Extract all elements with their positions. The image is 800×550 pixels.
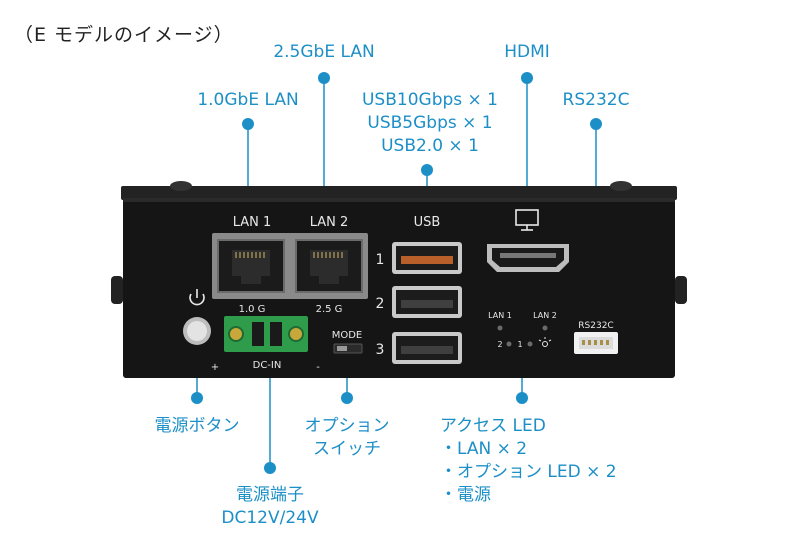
usb-port-1	[392, 242, 462, 274]
rs232c-port-label: RS232C	[578, 321, 613, 331]
callout-power-terminal: 電源端子 DC12V/24V	[221, 485, 319, 528]
lan2-port	[295, 239, 363, 293]
led-number-1: 1	[517, 340, 522, 349]
mode-switch	[333, 343, 363, 354]
leader-dots	[191, 72, 602, 474]
power-button	[183, 317, 211, 345]
rs232c-port	[574, 332, 618, 354]
lan2-port-label: LAN 2	[310, 215, 349, 230]
usb-number-3: 3	[376, 342, 385, 358]
plus-label: +	[211, 362, 219, 373]
led-lan2-label: LAN 2	[533, 311, 557, 320]
access-leds	[497, 325, 548, 347]
lan1-port	[217, 239, 285, 293]
lan2-speed-label: 2.5 G	[316, 304, 343, 315]
power-icon	[189, 289, 205, 306]
callout-power-button: 電源ボタン	[154, 416, 240, 436]
usb-number-2: 2	[376, 296, 385, 312]
callout-option-switch: オプション スイッチ	[304, 416, 390, 459]
hdmi-port	[487, 244, 569, 272]
led-lan1-label: LAN 1	[488, 311, 512, 320]
usb-label: USB	[414, 215, 441, 230]
callout-access-led: アクセス LED ・LAN × 2 ・オプション LED × 2 ・電源	[440, 416, 617, 505]
monitor-icon	[515, 209, 539, 231]
lan1-port-label: LAN 1	[233, 215, 272, 230]
usb-port-3	[392, 332, 462, 364]
minus-label: -	[316, 362, 320, 373]
usb-port-2	[392, 286, 462, 318]
callout-rs232c: RS232C	[562, 90, 630, 110]
led-number-2: 2	[497, 340, 502, 349]
lan-port-block	[212, 233, 368, 299]
callout-lan2: 2.5GbE LAN	[273, 42, 375, 62]
usb-number-1: 1	[376, 252, 385, 268]
callout-lan1: 1.0GbE LAN	[197, 90, 299, 110]
callout-hdmi: HDMI	[504, 42, 550, 62]
led-light-icon	[538, 337, 552, 347]
callout-usb: USB10Gbps × 1 USB5Gbps × 1 USB2.0 × 1	[361, 90, 499, 156]
lan1-speed-label: 1.0 G	[239, 304, 266, 315]
page-heading: （E モデルのイメージ）	[14, 24, 234, 46]
mode-label: MODE	[332, 330, 363, 341]
dc-in-terminal	[224, 316, 308, 352]
dc-in-label: DC-IN	[253, 360, 282, 371]
